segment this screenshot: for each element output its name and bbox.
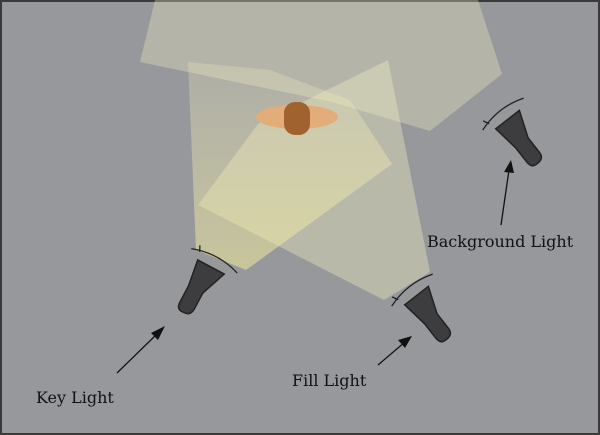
background-light-label: Background Light	[427, 232, 574, 251]
spotlight-icon	[403, 285, 452, 343]
fill-light-arrow	[377, 336, 412, 366]
light-barn-tick	[199, 245, 201, 252]
fill-light-fixture	[391, 273, 452, 343]
spotlight-icon	[494, 109, 543, 167]
person-head-icon	[284, 102, 310, 135]
background-light-arrow	[500, 160, 514, 226]
fill-light-label: Fill Light	[292, 371, 367, 390]
key-light-label: Key Light	[36, 388, 114, 407]
spotlight-icon	[177, 258, 226, 315]
subject	[256, 102, 338, 135]
key-light-arrow	[116, 326, 165, 374]
light-barn-arc	[482, 97, 524, 131]
background-light-beam	[140, 0, 502, 131]
light-barn-arc	[191, 247, 238, 274]
key-light-fixture	[177, 245, 238, 315]
light-barn-tick	[482, 120, 490, 125]
key-light-beam	[188, 62, 392, 270]
light-barn-arc	[391, 273, 433, 307]
light-barn-tick	[391, 296, 399, 301]
background-light-fixture	[482, 97, 543, 167]
